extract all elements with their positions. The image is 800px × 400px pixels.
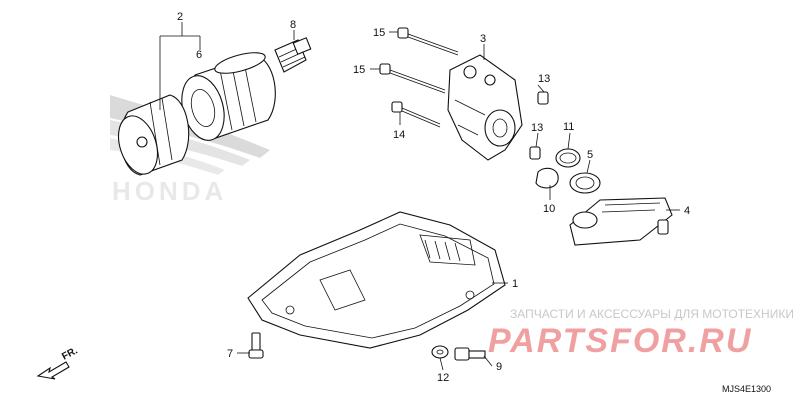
dowel-pin-upper — [537, 91, 549, 105]
oil-pan — [247, 211, 506, 349]
front-arrow-icon — [36, 361, 70, 380]
shop-brand: PARTSFOR.RU — [488, 322, 752, 360]
callout-11: 11 — [563, 121, 574, 133]
front-direction-indicator: FR. — [36, 345, 80, 380]
callout-6: 6 — [196, 49, 202, 61]
leader-lines — [159, 22, 680, 371]
oil-pump — [447, 54, 523, 161]
callout-12: 12 — [437, 372, 449, 384]
callout-5: 5 — [587, 149, 593, 161]
bolt-15-lower — [379, 63, 446, 94]
callout-2: 2 — [177, 11, 183, 23]
callout-1: 1 — [512, 278, 518, 290]
diagram-code: MJS4E1300 — [722, 384, 771, 394]
bolt-14 — [391, 101, 441, 128]
callout-15-upper: 15 — [373, 27, 385, 39]
callout-9: 9 — [496, 361, 502, 373]
o-ring-11 — [555, 148, 581, 168]
callout-10: 10 — [543, 203, 555, 215]
gasket-10 — [535, 167, 559, 189]
washer-12 — [431, 345, 449, 359]
callout-13-lower: 13 — [531, 122, 543, 134]
callout-8: 8 — [290, 19, 296, 31]
filter-cover-cap — [117, 94, 190, 176]
shop-watermark: ЗАПЧАСТИ И АКСЕССУАРЫ ДЛЯ МОТОТЕХНИКИ PA… — [488, 307, 794, 360]
callout-numbers: 2 6 8 3 15 15 14 13 13 11 5 10 4 1 7 12 … — [177, 11, 690, 384]
filter-boss-threaded — [274, 37, 312, 73]
dowel-pin-lower — [529, 146, 541, 160]
callout-4: 4 — [684, 205, 690, 217]
shop-caption: ЗАПЧАСТИ И АКСЕССУАРЫ ДЛЯ МОТОТЕХНИКИ — [510, 307, 794, 321]
callout-13-upper: 13 — [538, 73, 550, 85]
seal-5 — [569, 172, 601, 194]
callout-14: 14 — [393, 129, 405, 141]
bolt-7 — [248, 332, 264, 359]
callout-3: 3 — [480, 33, 486, 45]
drain-bolt-9 — [454, 347, 486, 361]
callout-7: 7 — [227, 348, 233, 360]
honda-wordmark: HONDA — [112, 176, 227, 206]
oil-strainer — [569, 197, 673, 246]
callout-15-lower: 15 — [353, 64, 365, 76]
oil-filter — [181, 52, 276, 141]
bolt-15-upper — [397, 27, 459, 56]
front-direction-label: FR. — [60, 345, 80, 362]
